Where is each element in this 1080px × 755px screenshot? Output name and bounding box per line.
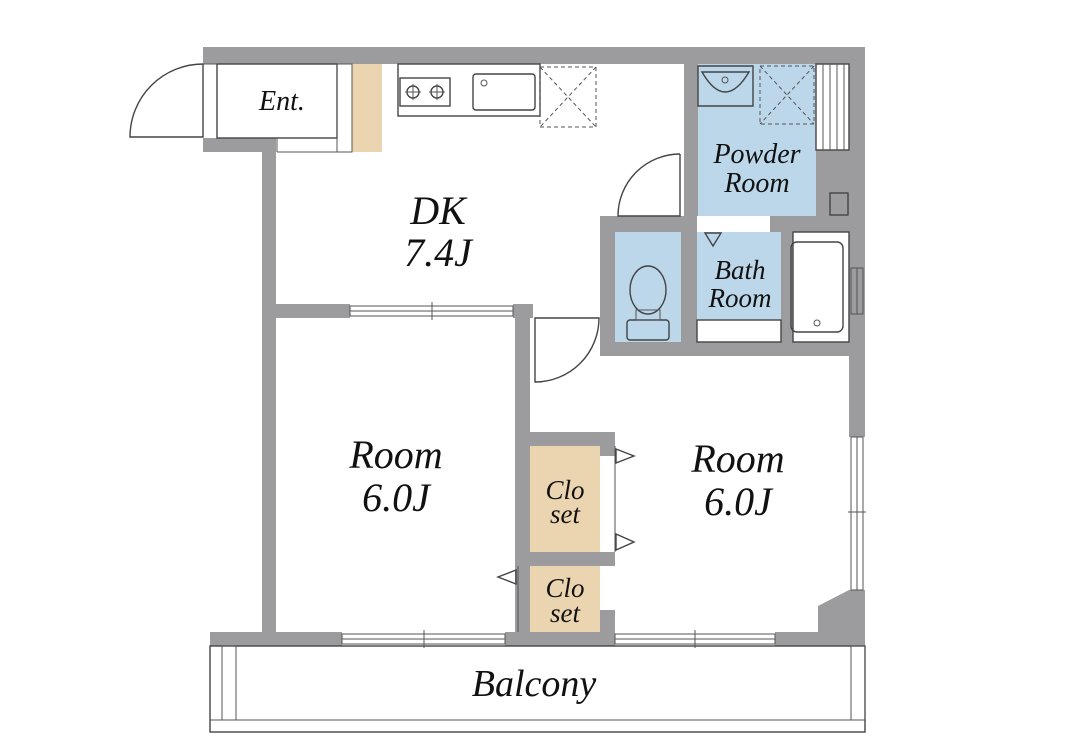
balcony-label: Balcony [472, 663, 597, 705]
bathtub-icon [696, 231, 850, 343]
balcony [209, 645, 866, 733]
wall-wet-bottom [600, 342, 865, 356]
room-left-size-label: 6.0J [362, 475, 432, 520]
washbasin-icon [697, 65, 754, 107]
entrance-label: Ent. [258, 86, 305, 117]
entrance-shoe-cabinet [352, 64, 382, 152]
room-labels: Ent. DK 7.4J Powder Room Bath Room Room … [258, 86, 801, 705]
bath-room-floor [697, 232, 781, 320]
washer-space [759, 65, 815, 125]
kitchen-counter [397, 63, 597, 128]
fridge-space [539, 66, 597, 128]
wall-closet-right2 [600, 610, 615, 646]
toilet-icon [626, 265, 670, 341]
stove-icon [399, 77, 451, 107]
wall-wet-left [600, 216, 615, 356]
bath-room-label-2: Room [708, 283, 772, 313]
wall-closet-top [515, 432, 615, 446]
wall-entrance-bottom [203, 138, 275, 152]
sliding-window-icon [341, 267, 866, 648]
powder-room-label-2: Room [723, 168, 789, 199]
wall-powder-left [684, 64, 698, 216]
door-swing-icon [129, 63, 681, 383]
closet-lower-label-2: set [550, 598, 581, 628]
wall-top [203, 47, 865, 64]
wall-dk-room [262, 304, 350, 318]
room-right-size-label: 6.0J [704, 479, 774, 524]
dk-size-label: 7.4J [404, 230, 474, 275]
wall-toilet-bath [681, 216, 697, 356]
wall-bath-tub [781, 216, 793, 342]
entrance [216, 63, 353, 153]
powder-room-label-1: Powder [712, 139, 800, 170]
powder-room-fixtures [697, 63, 850, 216]
wall-bottom-left [210, 632, 342, 646]
wall-wet-top [600, 216, 692, 232]
closet-lower [530, 566, 600, 632]
closet-upper-label-1: Clo [545, 475, 584, 505]
wall-entrance-left [203, 47, 217, 64]
wall-entrance-jamb [203, 138, 217, 152]
wall-right-upper [849, 47, 865, 437]
closet-upper [530, 446, 600, 552]
closet-upper-label-2: set [550, 499, 581, 529]
closet-lower-label-1: Clo [545, 573, 584, 603]
sink-icon [472, 73, 536, 111]
bath-room-label-1: Bath [715, 255, 766, 285]
room-fills [352, 64, 816, 632]
wall-closet-right [600, 432, 615, 456]
room-left-name-label: Room [348, 432, 442, 477]
wall-left [262, 138, 276, 646]
wall-bottom-mid [505, 632, 615, 646]
closet-doors [496, 446, 636, 632]
walls [203, 47, 865, 646]
dk-name-label: DK [409, 188, 468, 233]
wall-bottom-right [775, 632, 865, 646]
shelf-lines [815, 63, 850, 151]
room-right-name-label: Room [690, 436, 784, 481]
wall-closet-mid [530, 552, 615, 566]
toilet-floor [615, 232, 681, 342]
wall-room-divider [515, 304, 530, 646]
wall-powder-right [816, 150, 849, 232]
